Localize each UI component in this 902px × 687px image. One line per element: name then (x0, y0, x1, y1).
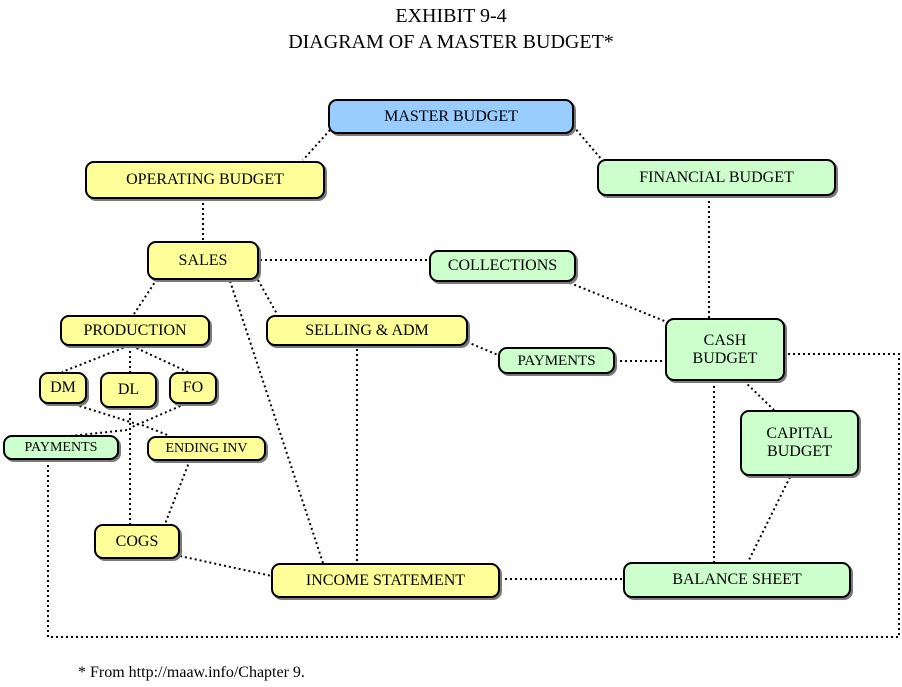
edge-collections-cash (564, 280, 673, 325)
edge-sales-selling (257, 279, 278, 315)
sales-box: SALES (147, 241, 259, 280)
edge-production-fo (131, 345, 189, 373)
edge-cross-endinginv (141, 424, 171, 437)
edge-master-operating (302, 129, 331, 161)
payments-left-box: PAYMENTS (3, 435, 119, 460)
balance-sheet-box: BALANCE SHEET (623, 562, 851, 598)
edge-master-financial (572, 125, 603, 161)
footnote: * From http://maaw.info/Chapter 9. (78, 664, 305, 681)
ending-inv-box: ENDING INV (147, 436, 266, 461)
edge-cash-capital (743, 380, 775, 411)
capital-budget-box: CAPITAL BUDGET (740, 410, 859, 476)
edge-capital-balance (747, 476, 791, 563)
dl-box: DL (100, 372, 157, 408)
exhibit-title: EXHIBIT 9-4 (395, 5, 507, 27)
edge-production-dm (61, 345, 129, 373)
edge-sales-production (133, 278, 158, 315)
edge-dm-cross (69, 402, 141, 426)
payments-right-box: PAYMENTS (498, 347, 615, 374)
income-statement-box: INCOME STATEMENT (271, 563, 500, 598)
financial-budget-box: FINANCIAL BUDGET (597, 159, 836, 196)
production-box: PRODUCTION (60, 315, 210, 346)
edge-cogs-income (179, 555, 273, 577)
edge-endinginv-cogs (164, 459, 191, 525)
collections-box: COLLECTIONS (429, 250, 576, 282)
dm-box: DM (39, 372, 87, 404)
master-budget-box: MASTER BUDGET (328, 99, 574, 134)
diagram-title: DIAGRAM OF A MASTER BUDGET* (288, 31, 614, 53)
cash-budget-box: CASH BUDGET (665, 318, 785, 381)
edge-selling-payments (466, 341, 499, 356)
selling-adm-box: SELLING & ADM (266, 315, 468, 346)
operating-budget-box: OPERATING BUDGET (85, 161, 325, 199)
fo-box: FO (169, 372, 217, 404)
cogs-box: COGS (94, 524, 180, 559)
